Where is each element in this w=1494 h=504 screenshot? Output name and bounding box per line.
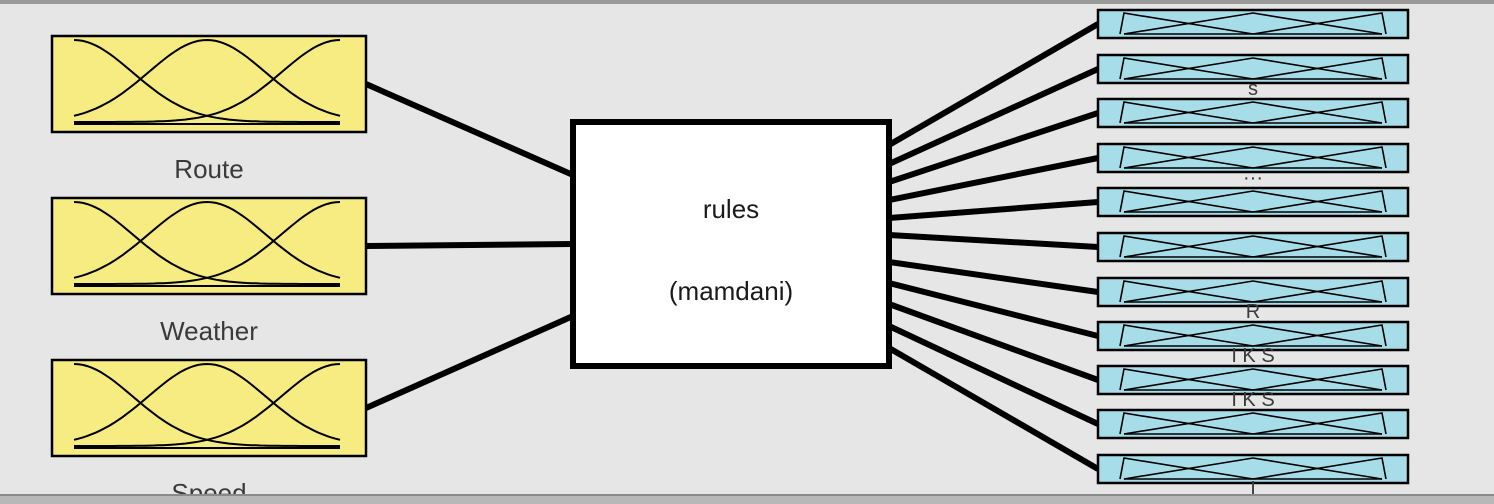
output-label-fragment: I K S — [1231, 389, 1274, 411]
output-variable-3[interactable] — [1096, 97, 1410, 129]
membership-triangle — [1119, 368, 1254, 391]
output-connector-line — [887, 21, 1100, 148]
input-variables — [50, 34, 368, 458]
membership-curve — [74, 39, 341, 123]
rule-block-method: (mamdani) — [668, 276, 794, 306]
input-box[interactable] — [50, 196, 368, 296]
membership-triangle — [1123, 412, 1383, 435]
membership-curve — [73, 362, 341, 441]
membership-triangle — [1119, 146, 1254, 169]
input-box[interactable] — [50, 34, 368, 134]
input-variable-route[interactable] — [50, 34, 368, 134]
output-variable-5[interactable] — [1096, 186, 1410, 218]
membership-triangle — [1123, 146, 1383, 169]
membership-curve — [73, 200, 341, 279]
output-connector-line — [887, 301, 1100, 383]
input-connector-line — [364, 81, 575, 178]
membership-triangle — [1119, 235, 1254, 258]
output-label-fragment: I — [1250, 478, 1256, 494]
output-variable-9[interactable] — [1096, 364, 1410, 396]
membership-triangle — [1252, 12, 1387, 35]
membership-triangle — [1123, 190, 1383, 213]
membership-triangle — [1252, 101, 1387, 124]
output-connector-line — [888, 110, 1099, 185]
output-variables: s ··· R I K S I K S I — [1096, 8, 1410, 494]
output-label-fragment: I K S — [1231, 345, 1274, 367]
input-connector-line — [364, 313, 575, 411]
output-connector-line — [887, 66, 1100, 167]
input-connector-line — [365, 241, 574, 249]
input-label-route: Route — [174, 154, 244, 184]
input-label-weather: Weather — [160, 316, 258, 346]
input-variable-speed[interactable] — [50, 358, 368, 458]
output-variable-2[interactable] — [1096, 53, 1410, 85]
output-connector-line — [888, 155, 1099, 203]
membership-triangle — [1252, 235, 1387, 258]
membership-triangle — [1119, 57, 1254, 80]
membership-triangle — [1123, 12, 1383, 35]
input-variable-weather[interactable] — [50, 196, 368, 296]
membership-triangle — [1119, 457, 1254, 480]
membership-curve — [73, 38, 341, 117]
output-variable-1[interactable] — [1096, 8, 1410, 40]
input-box[interactable] — [50, 358, 368, 458]
rule-block-label: rules — [702, 194, 760, 224]
membership-triangle — [1123, 235, 1383, 258]
output-connector-line — [887, 323, 1100, 427]
output-label-fragment: s — [1248, 78, 1258, 100]
frame-bottom-border — [0, 494, 1494, 504]
output-label-fragment: R — [1246, 301, 1260, 323]
membership-triangle — [1252, 457, 1387, 480]
output-connector-line — [888, 280, 1099, 339]
membership-triangle — [1119, 12, 1254, 35]
frame-top-border — [0, 0, 1494, 4]
rule-block-box[interactable] — [570, 119, 892, 369]
output-variable-10[interactable] — [1096, 408, 1410, 440]
membership-triangle — [1123, 324, 1383, 347]
membership-triangle — [1252, 146, 1387, 169]
output-connector-line — [888, 259, 1099, 295]
membership-triangle — [1119, 280, 1254, 303]
output-variable-7[interactable] — [1096, 276, 1410, 308]
membership-triangle — [1252, 57, 1387, 80]
membership-triangle — [1123, 457, 1383, 480]
output-variable-8[interactable] — [1096, 320, 1410, 352]
output-variable-6[interactable] — [1096, 231, 1410, 263]
membership-triangle — [1123, 101, 1383, 124]
membership-triangle — [1123, 280, 1383, 303]
membership-triangle — [1252, 368, 1387, 391]
membership-triangle — [1252, 324, 1387, 347]
membership-curve — [74, 363, 341, 447]
membership-triangle — [1119, 324, 1254, 347]
membership-triangle — [1123, 368, 1383, 391]
output-label-fragment: ··· — [1243, 167, 1263, 189]
output-variable-4[interactable] — [1096, 142, 1410, 174]
output-connector-line — [888, 232, 1099, 250]
output-connector-line — [887, 345, 1100, 472]
output-connector-line — [888, 199, 1099, 221]
membership-curve — [74, 201, 341, 285]
output-variable-11[interactable] — [1096, 453, 1410, 485]
membership-triangle — [1119, 412, 1254, 435]
membership-triangle — [1119, 101, 1254, 124]
membership-triangle — [1252, 280, 1387, 303]
membership-triangle — [1123, 57, 1383, 80]
connector-lines — [364, 21, 1100, 472]
membership-triangle — [1119, 190, 1254, 213]
membership-triangle — [1252, 190, 1387, 213]
membership-triangle — [1252, 412, 1387, 435]
